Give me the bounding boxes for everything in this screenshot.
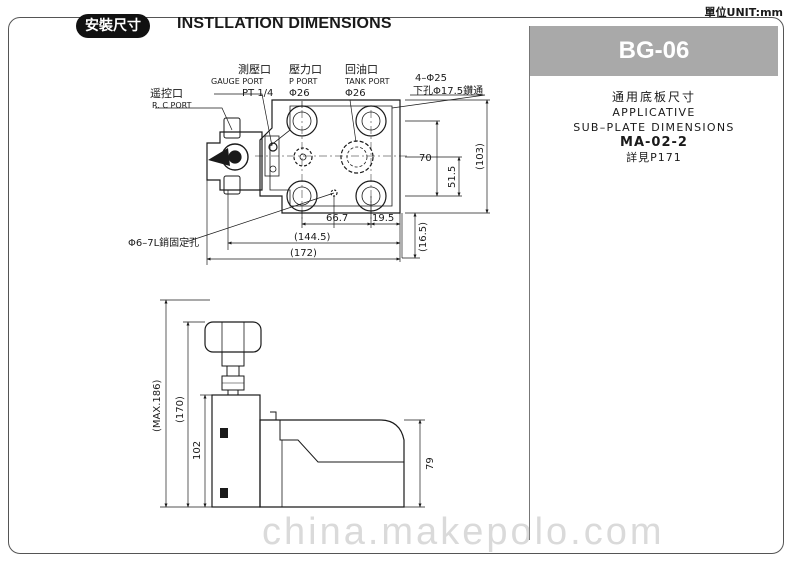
side-view-dimensions (160, 299, 425, 508)
tank-port (340, 140, 374, 174)
p-port-size: Φ26 (289, 88, 310, 99)
dim-max-186: (MAX.186) (152, 380, 163, 432)
p-port-cn: 壓力口 (289, 63, 322, 76)
top-view-dimensions (155, 93, 490, 265)
dim-51-5: 51.5 (447, 166, 458, 188)
rc-port-en: R. C PORT (152, 101, 192, 110)
pin-hole-label: Φ6–7L銷固定孔 (128, 236, 199, 249)
dim-102: 102 (192, 441, 203, 460)
rc-port-cn: 遥控口 (150, 86, 183, 100)
mounting-hole (355, 105, 387, 137)
pilot-body (211, 394, 261, 508)
model-number: BG-06 (530, 26, 778, 76)
dim-66-7: 66.7 (326, 213, 348, 224)
valve-body-inner (269, 105, 393, 207)
tank-port-en: TANK PORT (344, 77, 390, 86)
gauge-port-size: PT 1/4 (242, 88, 273, 99)
watermark: china.makepolo.com (262, 511, 665, 553)
subplate-title-en1: APPLICATIVE (612, 106, 696, 119)
dim-19-5: 19.5 (372, 213, 394, 224)
p-port (293, 147, 313, 167)
dim-16-5: (16.5) (418, 222, 429, 252)
valve-body-outline (259, 99, 401, 214)
unit-label: 單位UNIT:mm (704, 6, 783, 19)
rc-block (206, 131, 263, 191)
dim-79: 79 (425, 457, 436, 470)
gauge-port-en: GAUGE PORT (211, 77, 263, 86)
adjust-knob-top (223, 117, 241, 139)
title-cn-badge: 安裝尺寸 (76, 14, 150, 38)
subplate-title-en2: SUB–PLATE DIMENSIONS (573, 121, 735, 134)
holes-note: 下孔Φ17.5鑽通 (413, 84, 483, 97)
p-port-en: P PORT (289, 77, 317, 86)
dim-144-5: (144.5) (294, 232, 331, 243)
subplate-code: MA-02-2 (620, 135, 688, 150)
dim-70: 70 (419, 153, 432, 164)
gauge-port (268, 142, 278, 152)
main-body-side (259, 419, 405, 508)
drawing-frame (8, 17, 784, 554)
subplate-info: 通用底板尺寸 APPLICATIVE SUB–PLATE DIMENSIONS … (531, 90, 777, 165)
adjust-knob-bottom (223, 175, 241, 195)
tank-port-size: Φ26 (345, 88, 366, 99)
dim-170: (170) (175, 396, 186, 423)
dim-103: (103) (475, 143, 486, 170)
subplate-ref: 詳見P171 (626, 151, 682, 164)
tank-port-cn: 回油口 (345, 62, 378, 76)
gauge-port-cn: 測壓口 (238, 62, 271, 76)
model-panel-divider (529, 26, 530, 540)
subplate-title-cn: 通用底板尺寸 (611, 90, 696, 104)
dim-172: (172) (290, 248, 317, 259)
top-view (206, 99, 410, 220)
side-view (204, 321, 405, 508)
holes-label: 4–Φ25 (415, 73, 447, 84)
title-en: INSTLLATION DIMENSIONS (177, 15, 392, 32)
handwheel (204, 321, 262, 353)
